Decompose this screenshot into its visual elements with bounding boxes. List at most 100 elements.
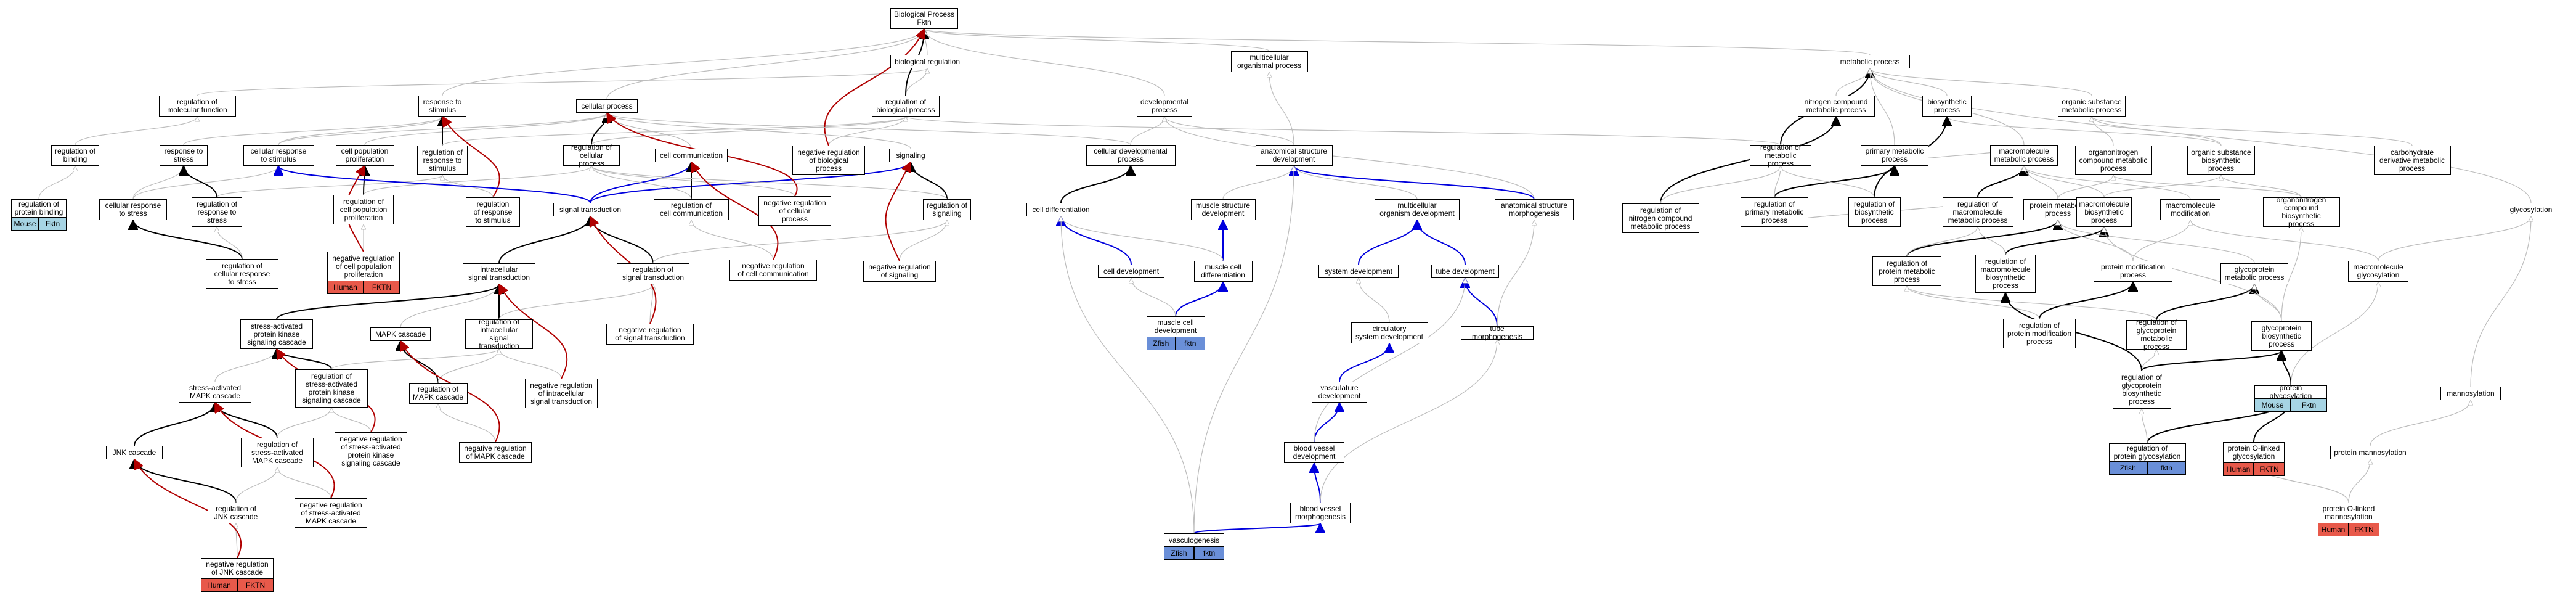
go-term-tubemorph[interactable]: tube morphogenesis [1461,325,1534,341]
go-term-biosyn[interactable]: biosynthetic process [1922,96,1972,117]
edge-default-regprotbind-to-regbind [38,165,75,200]
go-term-biolreg[interactable]: biological regulation [890,55,964,68]
go-term-macromol[interactable]: macromolecule metabolic process [1990,145,2058,166]
go-term-intracell[interactable]: intracellular signal transduction [463,263,535,284]
go-term-cellresp[interactable]: cellular response to stimulus [243,145,314,166]
go-term-celldiff[interactable]: cell differentiation [1026,203,1095,216]
go-term-macrobiosyn[interactable]: macromolecule biosynthetic process [2076,197,2132,227]
go-term-sysdev[interactable]: system development [1318,265,1399,278]
go-term-negregcellcomm[interactable]: negative regulation of cell communicatio… [729,260,817,281]
go-term-regsignaling[interactable]: regulation of signaling [923,199,971,220]
go-term-regstressmapk2[interactable]: regulation of stress-activated MAPK casc… [241,438,314,467]
go-term-glycosyl[interactable]: glycosylation [2503,203,2559,216]
go-term-negregcellpop[interactable]: negative regulation of cell population p… [327,252,400,281]
go-term-regrespstress[interactable]: regulation of response to stress [192,197,242,227]
go-term-negregstressmapk[interactable]: negative regulation of stress-activated … [335,432,407,470]
go-term-regcellcomm[interactable]: regulation of cell communication [654,199,729,220]
go-term-bp[interactable]: Biological Process Fktn [890,8,958,29]
go-term-orgsub[interactable]: organic substance metabolic process [2058,96,2126,117]
go-term-negregmapk[interactable]: negative regulation of MAPK cascade [459,442,532,463]
go-term-regresp[interactable]: regulation of response to stimulus [417,146,468,175]
go-term-primmetab[interactable]: primary metabolic process [1861,145,1928,166]
go-term-nitcomp[interactable]: nitrogen compound metabolic process [1797,96,1875,117]
go-term-stressmapk[interactable]: stress-activated protein kinase signalin… [240,319,313,349]
go-term-orgnitro[interactable]: organonitrogen compound metabolic proces… [2074,146,2152,175]
go-term-macromod[interactable]: macromolecule modification [2160,199,2220,220]
go-term-glycoprotbio[interactable]: glycoprotein biosynthetic process [2251,321,2312,351]
go-term-jnk[interactable]: JNK cascade [106,446,163,459]
go-term-negregcellproc[interactable]: negative regulation of cellular process [758,196,831,226]
go-term-orgsubbio[interactable]: organic substance biosynthetic process [2187,146,2255,175]
go-term-cellcomm[interactable]: cell communication [655,149,728,162]
go-term-circ[interactable]: circulatory system development [1351,322,1428,343]
go-term-musclestruct[interactable]: muscle structure development [1190,199,1256,220]
go-term-regprotmetab[interactable]: regulation of protein metabolic process [1872,256,1941,286]
go-term-tubedev[interactable]: tube development [1431,265,1499,278]
go-term-regbind[interactable]: regulation of binding [51,145,99,166]
go-term-regcellpop[interactable]: regulation of cell population proliferat… [333,195,394,224]
go-term-bloodvesseldev[interactable]: blood vessel development [1284,442,1344,463]
go-term-negregsignaling[interactable]: negative regulation of signaling [863,261,936,282]
annotation-mouse-species: Mouse [2254,398,2291,412]
go-term-regglycometab[interactable]: regulation of glycoprotein metabolic pro… [2126,319,2187,351]
go-term-protomannosyl[interactable]: protein O-linked mannosylation [2318,503,2379,523]
go-term-protoglyco[interactable]: protein O-linked glycosylation [2223,442,2285,463]
go-term-metab[interactable]: metabolic process [1830,55,1910,68]
go-term-regrespstim[interactable]: regulation of response to stimulus [466,197,520,227]
go-term-protmannosyl[interactable]: protein mannosylation [2330,446,2410,459]
go-term-multiorgdev[interactable]: multicellular organism development [1375,199,1460,220]
go-term-vasculogenesis[interactable]: vasculogenesis [1164,533,1224,547]
go-term-negregintra[interactable]: negative regulation of intracellular sig… [525,379,598,408]
go-term-regprotmod[interactable]: regulation of protein modification proce… [2003,319,2076,348]
go-term-respstress[interactable]: response to stress [160,145,208,166]
go-term-regprotbind[interactable]: regulation of protein binding [11,199,67,218]
go-term-anatdev[interactable]: anatomical structure development [1255,145,1333,166]
go-term-vascdev[interactable]: vasculature development [1312,382,1367,403]
go-term-regsigtrans[interactable]: regulation of signal transduction [617,263,689,284]
go-term-cellproc[interactable]: cellular process [576,99,638,113]
go-term-stressmapk2[interactable]: stress-activated MAPK cascade [179,382,251,403]
go-term-celldev[interactable]: cellular developmental process [1086,145,1176,166]
go-term-negregstressmapk2[interactable]: negative regulation of stress-activated … [295,498,367,528]
go-term-signaling[interactable]: signaling [889,149,932,162]
go-term-negregsigtrans[interactable]: negative regulation of signal transducti… [606,324,694,345]
go-term-orgnitrobio[interactable]: organonitrogen compound biosynthetic pro… [2262,196,2340,228]
go-term-regcellresp[interactable]: regulation of cellular response to stres… [206,259,278,289]
go-term-protglyco[interactable]: protein glycosylation [2254,384,2327,400]
go-term-regmetab[interactable]: regulation of metabolic process [1750,143,1811,167]
go-term-regmacro[interactable]: regulation of macromolecule metabolic pr… [1942,197,2013,227]
edge-default-regbp-to-biolreg [905,68,927,96]
go-term-cellpop[interactable]: cell population proliferation [335,145,394,166]
go-term-regjnk[interactable]: regulation of JNK cascade [208,503,264,523]
go-term-regglycobio[interactable]: regulation of glycoprotein biosynthetic … [2112,371,2171,409]
go-term-musclecelldiff[interactable]: muscle cell differentiation [1193,261,1253,282]
go-term-regcellproc[interactable]: regulation of cellular process [563,143,620,167]
go-term-macroglyco[interactable]: macromolecule glycosylation [2348,261,2408,282]
go-term-regmapk[interactable]: regulation of MAPK cascade [408,383,468,404]
go-term-carbo[interactable]: carbohydrate derivative metabolic proces… [2373,146,2451,175]
go-term-negregjnk[interactable]: negative regulation of JNK cascade [201,558,274,579]
go-term-resp[interactable]: response to stimulus [418,96,466,117]
go-term-regmacrobiosyn[interactable]: regulation of macromolecule biosynthetic… [1975,255,2036,293]
go-term-regprotglyco[interactable]: regulation of protein glycosylation [2108,443,2186,462]
go-term-multiorg[interactable]: multicellular organismal process [1230,51,1308,72]
go-term-protmod[interactable]: protein modification process [2094,261,2172,282]
go-term-bloodvesselmorph[interactable]: blood vessel morphogenesis [1290,503,1351,523]
go-term-regbp[interactable]: regulation of biological process [872,96,940,117]
go-term-regprim[interactable]: regulation of primary metabolic process [1741,197,1808,227]
go-term-negregbp[interactable]: negative regulation of biological proces… [792,146,865,175]
go-term-mannosyl[interactable]: mannosylation [2440,387,2501,400]
go-term-regmol[interactable]: regulation of molecular function [158,96,236,117]
go-term-celldevelopment[interactable]: cell development [1098,265,1164,278]
go-term-mapk[interactable]: MAPK cascade [370,327,431,341]
go-term-regstressmapk[interactable]: regulation of stress-activated protein k… [295,369,368,408]
go-term-musclecelldev[interactable]: muscle cell development [1146,316,1205,337]
go-term-cellrespstress[interactable]: cellular response to stress [99,199,167,220]
go-term-glycoprot[interactable]: glycoprotein metabolic process [2220,263,2288,284]
go-term-devproc[interactable]: developmental process [1137,96,1192,117]
go-term-sigtrans[interactable]: signal transduction [553,203,627,216]
go-term-regintracell[interactable]: regulation of intracellular signal trans… [465,318,533,350]
go-term-anatmorph[interactable]: anatomical structure morphogenesis [1495,199,1574,220]
go-term-regnitro[interactable]: regulation of nitrogen compound metaboli… [1622,203,1699,233]
go-term-regbiosyn[interactable]: regulation of biosynthetic process [1848,197,1901,227]
